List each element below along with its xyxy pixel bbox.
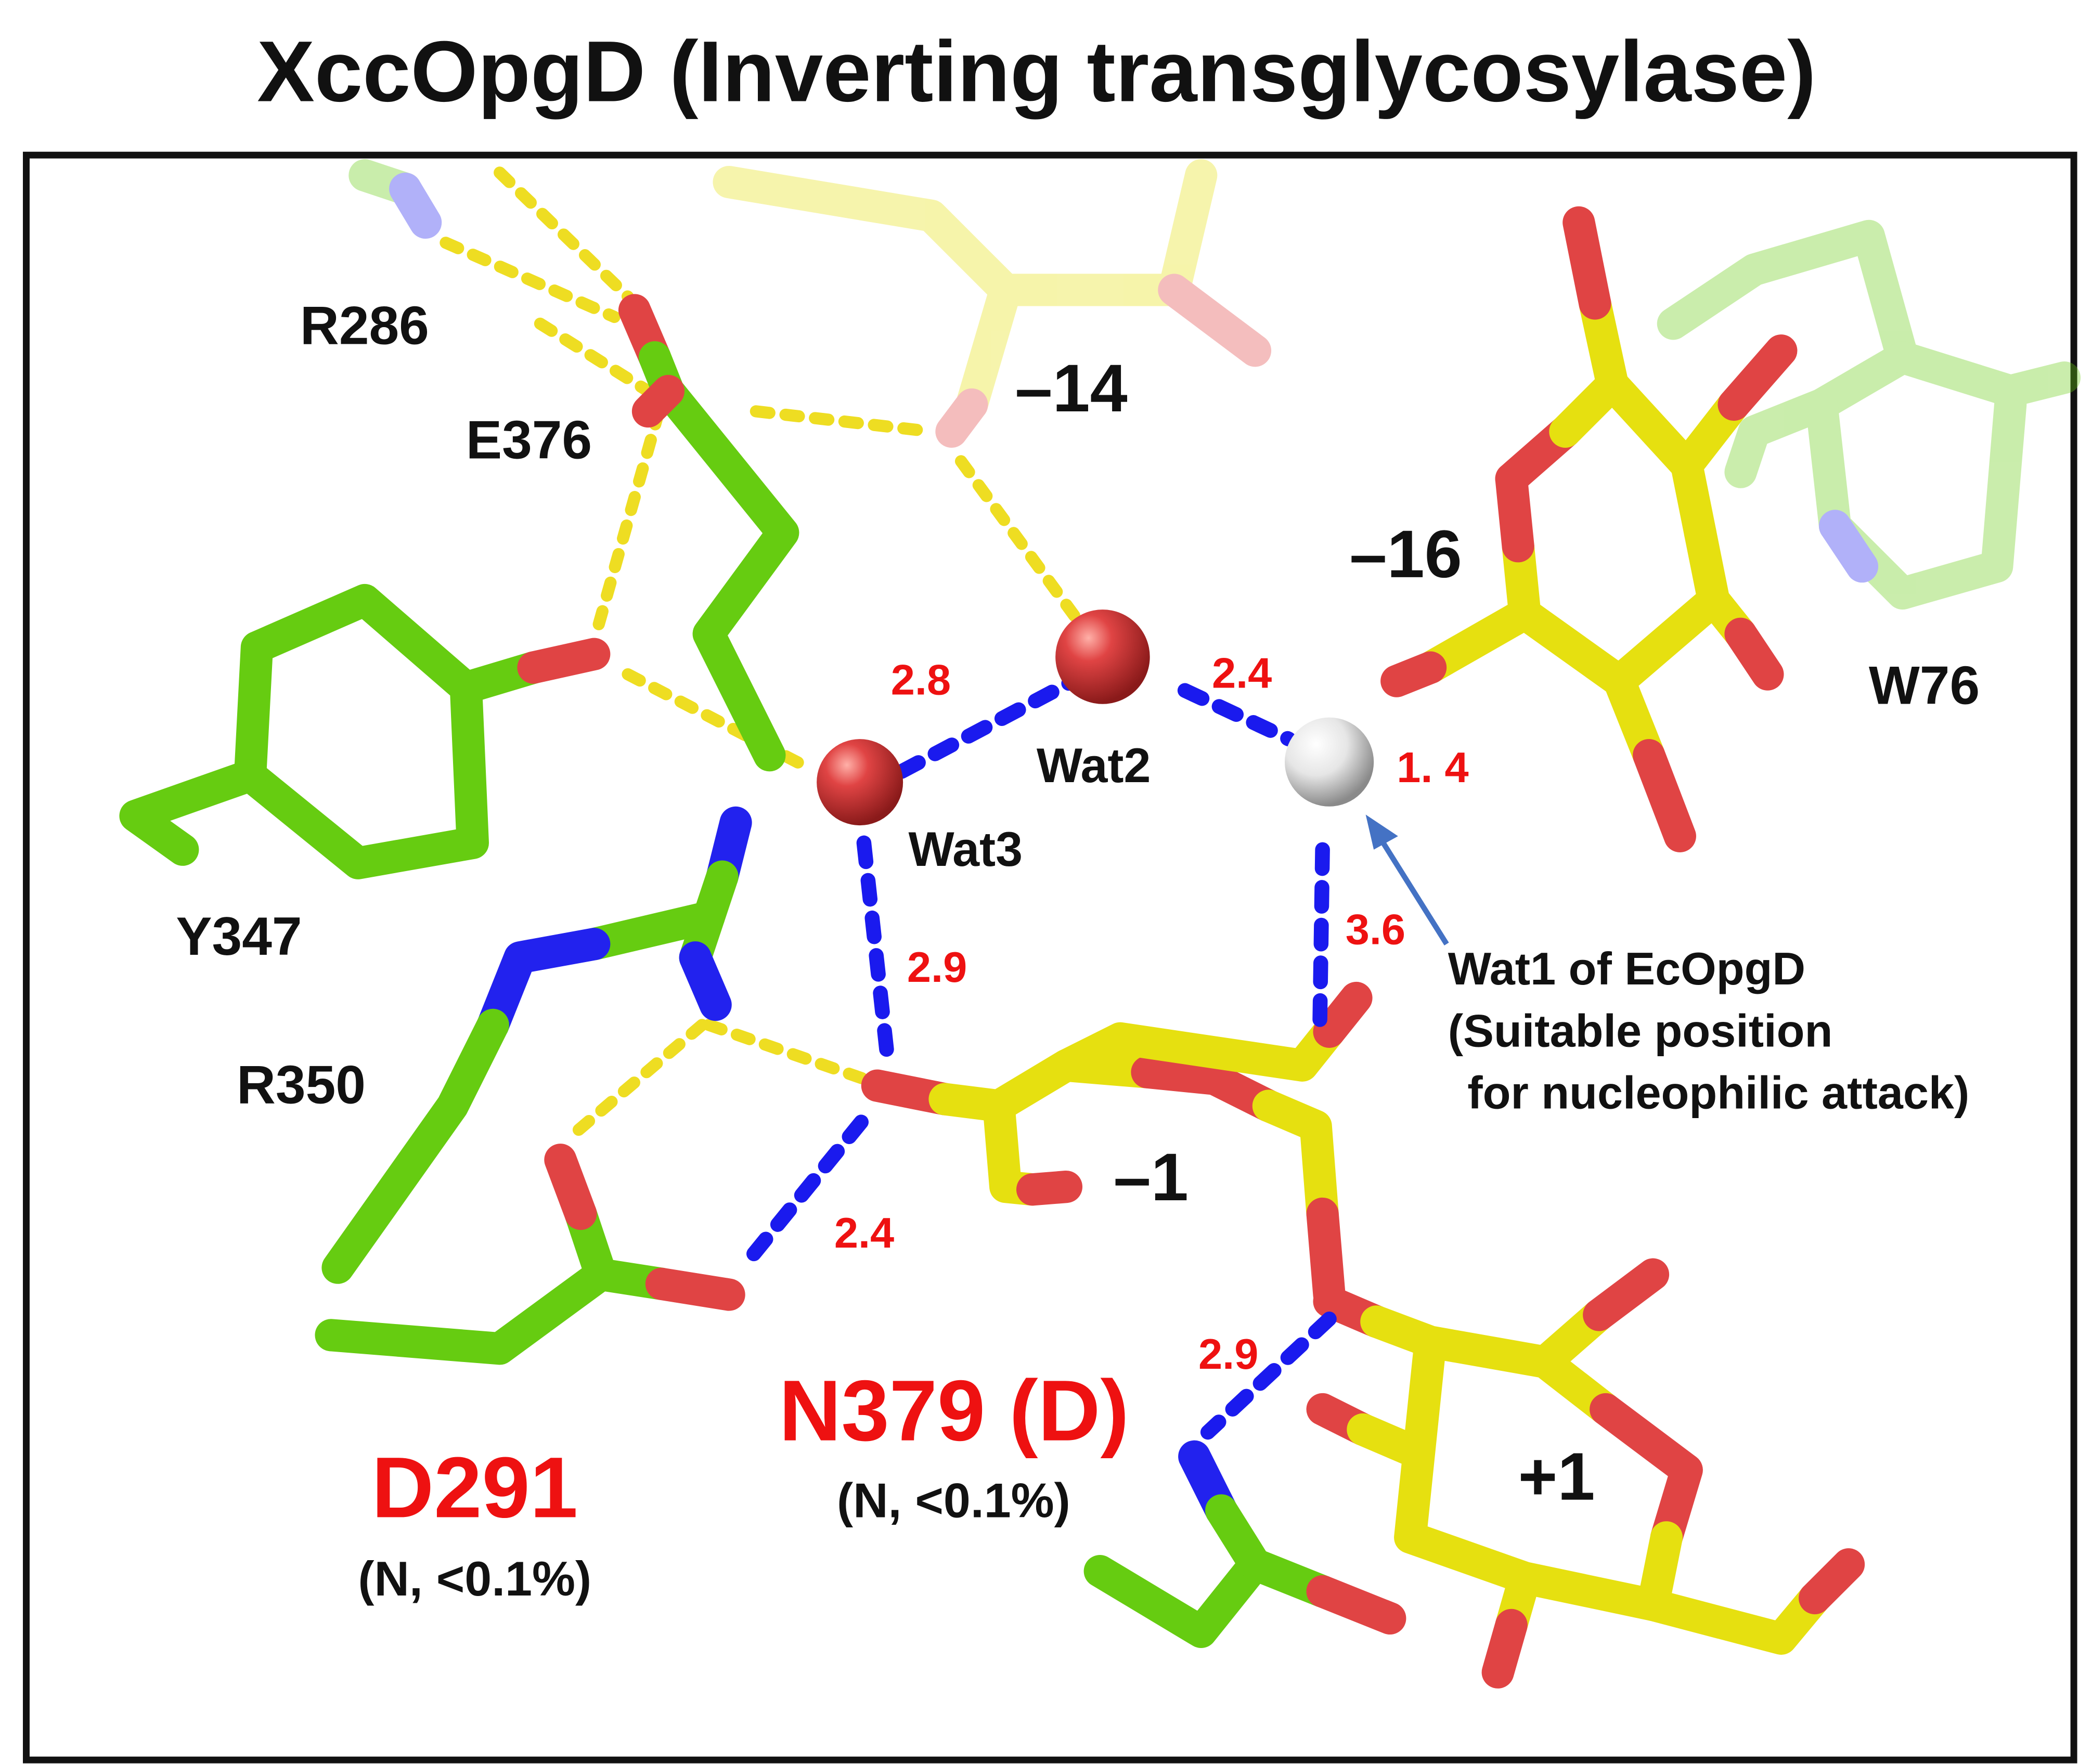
faded-sugar-m14 bbox=[713, 159, 1272, 448]
water-wat3-sphere bbox=[817, 739, 903, 826]
annotation-line1: Wat1 of EcOpgD bbox=[1448, 943, 1805, 994]
residue-e376-sticks bbox=[618, 294, 799, 772]
faded-w76 bbox=[1657, 219, 2081, 610]
sugar-m1-sticks bbox=[861, 981, 1373, 1311]
water-wat2-sphere bbox=[1055, 609, 1150, 704]
label-r286: R286 bbox=[300, 295, 429, 355]
distance-wat1-o: 1. 4 bbox=[1397, 743, 1468, 792]
distance-wat2-wat1: 2.4 bbox=[1212, 649, 1272, 697]
label-n379-note: (N, <0.1%) bbox=[837, 1473, 1070, 1527]
label-n379: N379 (D) bbox=[779, 1363, 1129, 1459]
label-e376: E376 bbox=[466, 410, 592, 470]
annotation-line2: (Suitable position bbox=[1448, 1005, 1833, 1056]
sugar-m16-sticks bbox=[1380, 206, 1798, 852]
figure-title: XccOpgD (Inverting transglycosylase) bbox=[257, 23, 1816, 120]
annotation-arrow-icon bbox=[1365, 814, 1449, 946]
distance-wat3-wat2: 2.8 bbox=[891, 656, 951, 704]
label-wat3: Wat3 bbox=[908, 822, 1023, 876]
distance-d291: 2.4 bbox=[834, 1209, 894, 1257]
sugar-p1-sticks bbox=[1306, 1258, 1865, 1689]
label-subsite-m14: –14 bbox=[1015, 351, 1127, 426]
hbonds-blue bbox=[735, 673, 1337, 1440]
frame bbox=[23, 151, 2077, 1763]
residue-r350-sticks bbox=[321, 806, 752, 1284]
distance-wat3-o: 2.9 bbox=[907, 943, 967, 991]
label-subsite-m16: –16 bbox=[1349, 517, 1462, 592]
label-subsite-m1: –1 bbox=[1114, 1140, 1189, 1215]
label-w76: W76 bbox=[1869, 655, 1980, 716]
label-wat2: Wat2 bbox=[1037, 738, 1151, 793]
label-subsite-p1: +1 bbox=[1518, 1439, 1595, 1514]
hbonds-yellow bbox=[440, 166, 1086, 1146]
water-wat1-sphere bbox=[1285, 717, 1374, 807]
label-r350: R350 bbox=[237, 1054, 366, 1114]
annotation-line3: for nucleophilic attack) bbox=[1455, 1067, 1969, 1119]
faded-r286 bbox=[348, 159, 442, 239]
label-d291: D291 bbox=[371, 1439, 578, 1536]
residue-d291-sticks bbox=[315, 1144, 745, 1365]
label-y347: Y347 bbox=[176, 906, 302, 966]
label-d291-note: (N, <0.1%) bbox=[358, 1551, 591, 1606]
distance-n379: 2.9 bbox=[1198, 1330, 1258, 1378]
distance-wat1-c1: 3.6 bbox=[1346, 905, 1405, 953]
residue-n379-sticks bbox=[1083, 1440, 1406, 1648]
residue-y347-sticks bbox=[119, 583, 611, 879]
